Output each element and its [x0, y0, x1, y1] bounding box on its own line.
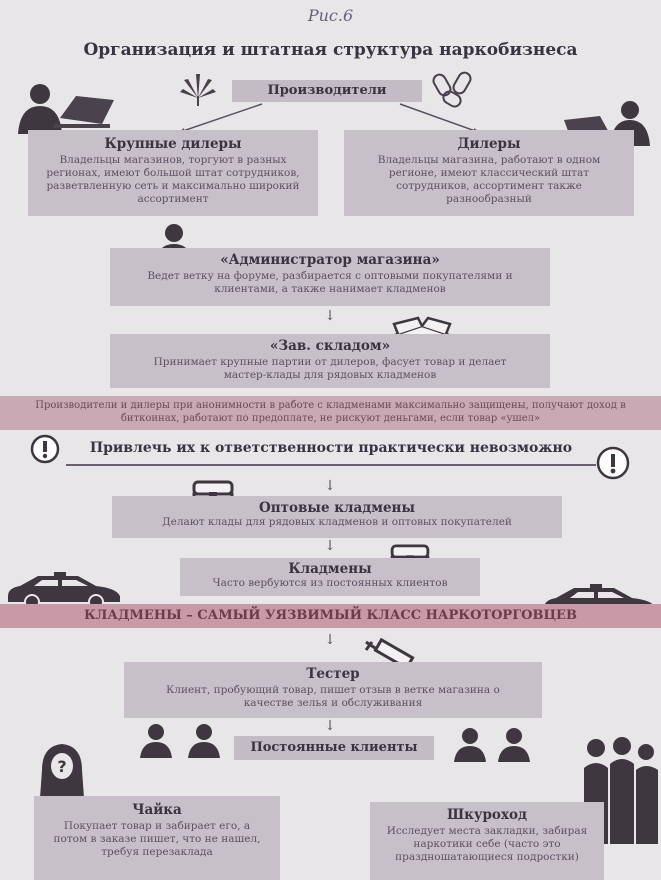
svg-text:?: ?	[57, 757, 66, 776]
shkurokhod-text: Исследует места закладки, забирая наркот…	[386, 825, 588, 863]
warehouse-title: «Зав. складом»	[269, 338, 391, 354]
wholesale-box: Оптовые кладмены Делают клады для рядовы…	[112, 496, 562, 538]
chaika-title: Чайка	[132, 802, 182, 818]
down-arrow-icon: ↓	[324, 718, 336, 734]
couriers-title: Кладмены	[288, 561, 372, 577]
client-person-icon	[188, 724, 220, 758]
tester-title: Тестер	[306, 666, 360, 682]
shkurokhod-box: Шкуроход Исследует места закладки, забир…	[370, 802, 604, 880]
shkurokhod-title: Шкуроход	[446, 807, 527, 823]
exclamation-icon	[30, 434, 60, 464]
tester-box: Тестер Клиент, пробующий товар, пишет от…	[124, 662, 542, 718]
admin-text: Ведет ветку на форуме, разбирается с опт…	[147, 270, 513, 295]
big-dealers-text: Владельцы магазинов, торгуют в разных ре…	[46, 154, 300, 205]
chaika-text: Покупает товар и забирает его, а потом в…	[53, 820, 261, 858]
dealers-title: Дилеры	[457, 136, 521, 152]
producers-label: Производители	[232, 80, 422, 102]
client-person-icon	[498, 728, 530, 762]
warning-text: Привлечь их к ответственности практическ…	[89, 440, 573, 456]
client-person-icon	[454, 728, 486, 762]
exclamation-icon	[596, 446, 630, 480]
pills-icon	[432, 71, 472, 108]
regular-clients-label: Постоянные клиенты	[234, 736, 434, 760]
big-dealers-box: Крупные дилеры Владельцы магазинов, торг…	[28, 130, 318, 216]
diagram-title: Организация и штатная структура наркобиз…	[83, 40, 578, 60]
couriers-box: Кладмены Часто вербуются из постоянных к…	[180, 558, 480, 596]
dealers-box: Дилеры Владельцы магазина, работают в од…	[344, 130, 634, 216]
warehouse-box: «Зав. складом» Принимает крупные партии …	[110, 334, 550, 388]
down-arrow-icon: ↓	[324, 308, 336, 324]
big-dealers-title: Крупные дилеры	[104, 136, 242, 152]
hacker-person-icon	[18, 84, 114, 134]
admin-title: «Администратор магазина»	[220, 252, 440, 268]
warning-underline	[66, 464, 596, 466]
protection-note: Производители и дилеры при анонимности в…	[0, 396, 661, 430]
warehouse-text: Принимает крупные партии от дилеров, фас…	[153, 356, 507, 381]
figure-label: Рис.6	[307, 6, 354, 25]
down-arrow-icon: ↓	[324, 632, 336, 648]
couriers-text: Часто вербуются из постоянных клиентов	[212, 577, 448, 589]
hooded-person-icon: ?	[40, 744, 84, 798]
down-arrow-icon: ↓	[324, 538, 336, 554]
client-person-icon	[140, 724, 172, 758]
cannabis-leaf-icon	[180, 74, 216, 106]
tester-text: Клиент, пробующий товар, пишет отзыв в в…	[166, 684, 500, 709]
dealers-text: Владельцы магазина, работают в одном рег…	[377, 154, 601, 205]
wholesale-title: Оптовые кладмены	[259, 500, 415, 516]
wholesale-text: Делают клады для рядовых кладменов и опт…	[162, 516, 512, 528]
admin-box: «Администратор магазина» Ведет ветку на …	[110, 248, 550, 306]
vulnerable-banner: КЛАДМЕНЫ – САМЫЙ УЯЗВИМЫЙ КЛАСС НАРКОТОР…	[0, 604, 661, 628]
down-arrow-icon: ↓	[324, 478, 336, 494]
chaika-box: Чайка Покупает товар и забирает его, а п…	[34, 796, 280, 880]
